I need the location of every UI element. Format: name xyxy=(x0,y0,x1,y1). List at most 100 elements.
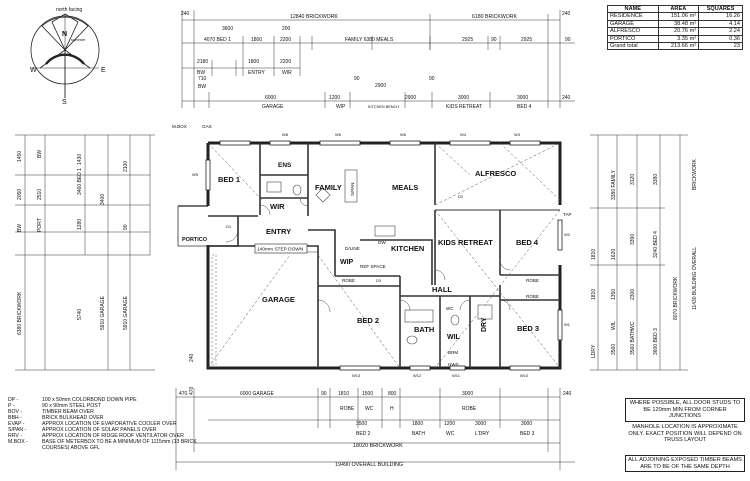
tag-w2: W2 xyxy=(564,232,571,237)
legend: DP - 100 x 50mm COLORBOND DOWN PIPE P -90… xyxy=(8,397,198,451)
right-dim-1810a: 1810 xyxy=(591,249,597,260)
top-dim-bw2: BW xyxy=(198,84,206,90)
room-bed4: BED 4 xyxy=(516,238,539,247)
tag-w5: W5 xyxy=(335,132,342,137)
bath-basin xyxy=(406,335,418,345)
top-label-bed4: BED 4 xyxy=(517,104,532,110)
label-robe-2: ROBE xyxy=(526,278,539,283)
bottom-label-bath: BATH xyxy=(412,431,425,437)
top-dim-3000b: 3000 xyxy=(517,95,528,101)
label-dline: D/LINE xyxy=(345,246,360,251)
legend-value: APPROX LOCATION OF SOLAR PANELS OVER xyxy=(42,427,157,433)
bottom-label-ldry: L'DRY xyxy=(475,431,490,437)
room-family: FAMILY xyxy=(315,183,342,192)
tag-w1: W1 xyxy=(564,322,571,327)
right-dim-wil: WIL xyxy=(611,321,617,330)
bottom-dim-1200: 1200 xyxy=(444,421,455,427)
legend-key: S/PAN - xyxy=(8,427,27,433)
right-dim-1810b: 1810 xyxy=(591,289,597,300)
compass-s: S xyxy=(62,99,67,106)
top-label-kids-retreat: KIDS RETREAT xyxy=(446,104,482,110)
left-dim-2050: 2050 xyxy=(17,189,23,200)
room-kids-retreat: KIDS RETREAT xyxy=(438,238,493,247)
legend-row: DP - 100 x 50mm COLORBOND DOWN PIPE xyxy=(8,397,198,403)
bottom-dim-1500: 1500 xyxy=(362,391,373,397)
room-alfresco: ALFRESCO xyxy=(475,169,516,178)
legend-row: P -90 x 90mm STEEL POST xyxy=(8,403,198,409)
compass-e: E xyxy=(101,67,106,74)
right-dim-1620: 1620 xyxy=(611,249,617,260)
left-dim-port: PORT xyxy=(37,218,43,232)
legend-row: EVAP -APPROX LOCATION OF EVAPORATIVE COO… xyxy=(8,421,198,427)
bottom-dim-3000b: 3000 xyxy=(521,421,532,427)
bottom-dim-90a: 90 xyxy=(321,391,327,397)
room-meals: MEALS xyxy=(392,183,418,192)
tag-w4: W4 xyxy=(460,132,467,137)
area-name: PORTICO xyxy=(607,34,659,44)
bottom-dim-1810: 1810 xyxy=(338,391,349,397)
bottom-dim-6000-garage: 6000 GARAGE xyxy=(240,391,275,397)
note-door-studs: WHERE POSSIBLE, ALL DOOR STUDS TO BE 120… xyxy=(625,398,745,422)
tag-d2: D2 xyxy=(458,194,464,199)
label-ref-space: REF SPACE xyxy=(360,264,386,269)
room-ens: ENS xyxy=(278,162,292,169)
label-robe-3: ROBE xyxy=(526,294,539,299)
left-dimension-lines xyxy=(15,134,155,371)
top-label-wip: WIP xyxy=(336,104,346,110)
room-garage: GARAGE xyxy=(262,295,295,304)
legend-key: RRV - xyxy=(8,433,23,439)
windows xyxy=(205,140,563,371)
area-value: 38.48 m² xyxy=(657,19,700,29)
legend-key: DP - xyxy=(8,397,19,403)
right-dim-1350: 1350 xyxy=(611,289,617,300)
left-dim-5740: 5740 xyxy=(77,309,83,320)
legend-row: BOV -TIMBER BEAM OVER xyxy=(8,409,198,415)
top-label-garage: GARAGE xyxy=(262,104,284,110)
top-dim-brickwork-12840: 12840 BRICKWORK xyxy=(290,14,338,20)
bottom-dim-3000: 3000 xyxy=(462,391,473,397)
right-dim-bed4: 3240 BED 4 xyxy=(653,231,659,258)
left-dim-1430: 1430 xyxy=(77,154,83,165)
top-dim-90d: 90 xyxy=(429,76,435,82)
bottom-label-wc2: WC xyxy=(446,431,455,437)
room-dry: DRY xyxy=(481,317,488,332)
right-dim-2300: 2300 xyxy=(630,289,636,300)
label-spa: S/PAN xyxy=(350,183,355,196)
top-label-entry: ENTRY xyxy=(248,70,266,76)
left-dim-bw2: BW xyxy=(17,224,23,232)
note-manhole: MANHOLE LOCATION IS APPROXIMATE ONLY. EX… xyxy=(628,424,742,444)
legend-key: BOV - xyxy=(8,409,23,415)
compass-summer: summer xyxy=(71,37,86,42)
tag-w8: W8 xyxy=(282,132,289,137)
manhole xyxy=(315,187,331,203)
room-bed1: BED 1 xyxy=(218,175,240,184)
bottom-dimension-lines xyxy=(175,388,575,470)
top-dim-1800: 1800 xyxy=(251,37,262,43)
legend-key: M.BOX - xyxy=(8,439,28,445)
top-dim-240-r: 240 xyxy=(562,11,571,17)
area-squares: 0.36 xyxy=(698,34,743,44)
compass-w: W xyxy=(30,67,37,74)
right-dim-bed3: 3600 BED 3 xyxy=(653,328,659,355)
top-dim-240-l: 240 xyxy=(181,11,190,17)
table-row: Grand total 213.66 m² 23 xyxy=(607,42,743,51)
area-name: RESIDENCE xyxy=(607,12,659,21)
legend-value: APPROX LOCATION OF EVAPORATIVE COOLER OV… xyxy=(42,421,177,427)
top-dim-90c: 90 xyxy=(354,76,360,82)
left-dim-1280: 1280 xyxy=(77,219,83,230)
area-value: 213.66 m² xyxy=(657,42,700,51)
right-dimension-lines xyxy=(590,134,688,371)
left-dim-470: 470 xyxy=(189,386,195,395)
left-dim-90: 90 xyxy=(123,224,129,230)
area-header-squares: SQUARES xyxy=(698,4,743,14)
door-swings xyxy=(225,197,511,313)
label-dw: DW xyxy=(378,240,386,245)
tag-w13: W13 xyxy=(352,373,361,378)
top-dim-brickwork-6180: 6180 BRICKWORK xyxy=(472,14,518,20)
legend-value: 100 x 50mm COLORBOND DOWN PIPE xyxy=(42,397,137,403)
kitchen-island xyxy=(374,225,396,237)
room-portico: PORTICO xyxy=(182,237,208,243)
room-entry: ENTRY xyxy=(266,227,291,236)
bottom-dim-3500: 3500 xyxy=(356,421,367,427)
top-dim-90b: 90 xyxy=(565,37,571,43)
